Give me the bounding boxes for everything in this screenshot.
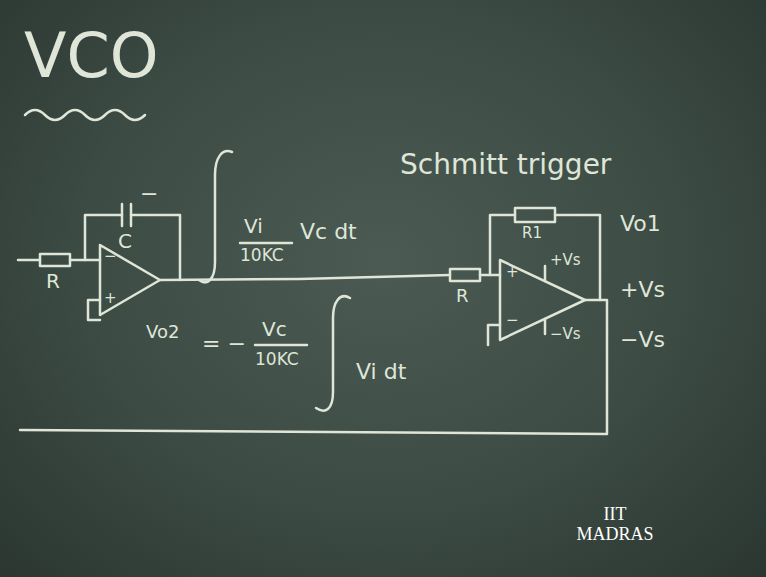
ground-wire: [88, 300, 100, 320]
diagram-title: VCO: [24, 22, 159, 90]
pin-sign: −: [104, 248, 117, 265]
fraction-bar: [240, 242, 292, 245]
pin-sign: +: [104, 290, 117, 307]
supply-lead: [544, 266, 547, 334]
supply-label: −Vs: [550, 326, 581, 343]
pin-sign: +: [506, 264, 519, 281]
ground-wire: [488, 325, 500, 345]
signal-name: Vo2: [146, 322, 179, 342]
integral-sign: [199, 151, 232, 282]
resistor-symbol: [450, 269, 480, 281]
title-underline: [25, 110, 145, 120]
formula-text: Vc: [262, 318, 287, 340]
component-label: R: [46, 270, 60, 292]
integral-sign: [316, 296, 350, 410]
capacitor-symbol: [122, 204, 131, 226]
feedback-wire: [20, 300, 607, 434]
component-label: R: [456, 286, 469, 306]
component-label: R1: [522, 225, 542, 242]
formula-text: Vc dt: [300, 220, 357, 244]
resistor-symbol: [515, 208, 555, 222]
wire: [18, 259, 40, 262]
sign-label: −: [140, 182, 158, 206]
block-title: Schmitt trigger: [400, 150, 611, 181]
supply-label: −Vs: [620, 328, 665, 352]
signal-name: Vo1: [620, 212, 661, 236]
formula-text: = −: [202, 332, 246, 356]
supply-label: +Vs: [550, 252, 581, 269]
watermark: MADRAS: [576, 525, 653, 545]
formula-text: 10KC: [240, 246, 284, 265]
watermark: IIT: [604, 505, 627, 525]
fraction-bar: [255, 344, 307, 347]
pin-sign: −: [506, 312, 519, 329]
supply-label: +Vs: [620, 278, 665, 302]
formula-text: Vi dt: [356, 360, 406, 384]
opamp-symbol: [100, 245, 160, 315]
component-label: C: [118, 230, 132, 252]
resistor-symbol: [40, 254, 70, 266]
wire: [160, 275, 450, 280]
formula-text: Vi: [244, 215, 263, 237]
wire: [131, 215, 180, 280]
formula-text: 10KC: [255, 350, 299, 369]
